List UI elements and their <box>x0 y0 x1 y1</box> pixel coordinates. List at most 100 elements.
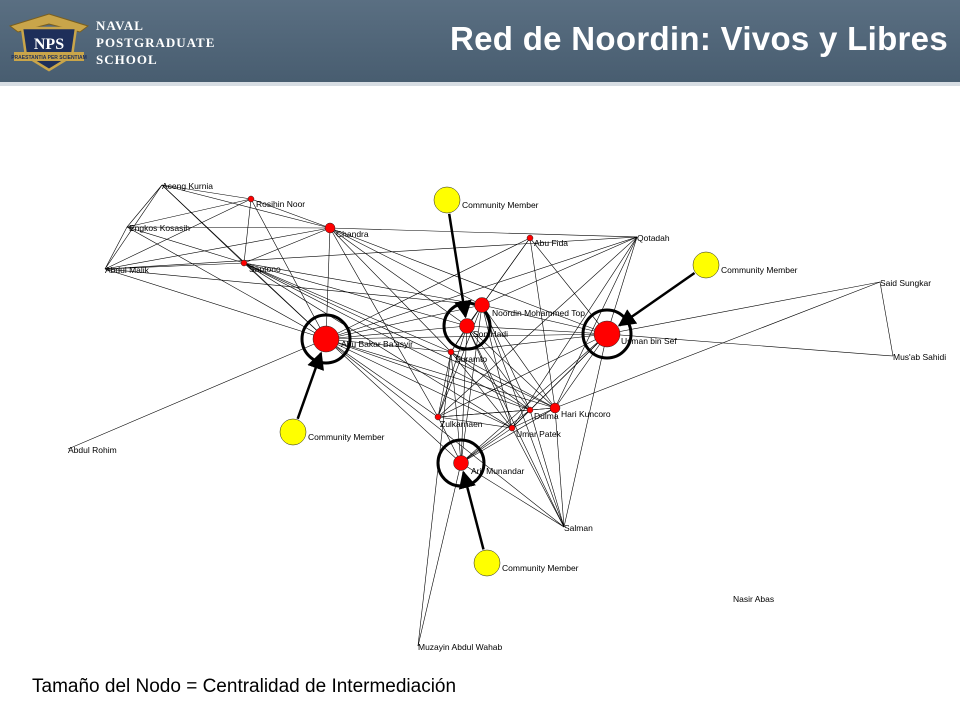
slide-title: Red de Noordin: Vivos y Libres <box>450 20 948 57</box>
node-label-usman: Usman bin Sef <box>621 336 677 346</box>
node-label-noordin: Noordin Mohammed Top <box>492 308 585 318</box>
network-edge <box>437 333 608 418</box>
node-label-nasir: Nasir Abas <box>733 594 774 604</box>
network-edge <box>460 462 565 528</box>
network-edge <box>126 226 245 264</box>
school-name-line: SCHOOL <box>96 52 158 67</box>
node-label-cm4: Community Member <box>502 563 579 573</box>
node-label-engkos: Engkos Kosasih <box>129 223 190 233</box>
network-edge <box>481 304 608 335</box>
node-abubakar <box>312 325 340 353</box>
network-edge <box>325 237 531 340</box>
network-edge <box>606 236 638 335</box>
school-name: NAVAL POSTGRADUATE SCHOOL <box>96 17 215 68</box>
node-label-zulkarnaen: Zulkarnaen <box>440 419 483 429</box>
network-edge <box>243 262 556 409</box>
network-edge <box>325 338 556 409</box>
node-label-cm3: Community Member <box>308 432 385 442</box>
network-edge <box>511 409 531 429</box>
network-edge <box>243 262 468 327</box>
node-label-muzayin: Muzayin Abdul Wahab <box>418 642 503 652</box>
network-edge <box>450 351 556 409</box>
network-edge <box>104 227 331 270</box>
network-edge <box>104 268 327 340</box>
network-edges <box>67 184 894 647</box>
network-edge <box>437 416 462 464</box>
network-edge <box>325 338 565 528</box>
network-edge <box>329 227 638 238</box>
node-rosihin <box>247 195 255 203</box>
node-label-suramto: Suramto <box>455 354 487 364</box>
node-saptono <box>240 259 248 267</box>
network-edge <box>511 427 565 528</box>
node-label-saptono: Saptono <box>249 264 281 274</box>
network-edge <box>450 333 608 353</box>
node-label-musab: Mus'ab Sahidi <box>893 352 946 362</box>
node-label-abdulrohim: Abdul Rohim <box>68 445 117 455</box>
network-edge <box>243 227 331 264</box>
network-edge <box>460 409 531 464</box>
node-label-rosihin: Rosihin Noor <box>256 199 305 209</box>
network-edge <box>329 227 468 327</box>
network-edge <box>554 333 608 409</box>
network-edge <box>563 333 608 528</box>
network-edge <box>554 281 881 409</box>
network-edge <box>450 351 462 464</box>
node-label-cm1: Community Member <box>462 200 539 210</box>
network-edge <box>417 462 462 647</box>
network-edge <box>554 236 638 409</box>
network-edge <box>104 198 252 270</box>
network-edge <box>104 268 483 306</box>
network-edge <box>460 333 608 464</box>
network-edge <box>606 333 894 357</box>
network-edge <box>879 281 894 357</box>
network-edge <box>104 262 245 270</box>
school-name-line: NAVAL <box>96 18 144 33</box>
network-edge <box>481 304 556 409</box>
node-arif <box>453 455 469 471</box>
network-edge <box>437 351 452 418</box>
node-label-saidsungkar: Said Sungkar <box>880 278 931 288</box>
node-suramto <box>447 348 455 356</box>
node-size-caption: Tamaño del Nodo = Centralidad de Interme… <box>32 676 457 697</box>
node-label-salman: Salman <box>564 523 593 533</box>
network-edge <box>481 304 513 429</box>
node-umarpatek <box>508 424 516 432</box>
node-label-abubakar: Abu Bakar Ba'asyir <box>341 339 413 349</box>
network-edge <box>466 325 556 409</box>
network-edge <box>243 198 252 264</box>
network-edge <box>417 351 452 647</box>
network-edge <box>437 416 513 429</box>
community-arrow <box>458 470 485 550</box>
network-edge <box>529 237 556 409</box>
node-cm3 <box>279 418 307 446</box>
network-edge <box>325 227 331 340</box>
network-edge <box>161 184 252 200</box>
svg-text:NPS: NPS <box>34 36 64 53</box>
network-edge <box>325 338 452 353</box>
node-label-arif: Arif Munandar <box>471 466 525 476</box>
node-abufida <box>526 234 534 242</box>
highlight-rings <box>300 301 633 488</box>
network-edge <box>466 325 513 429</box>
node-cm4 <box>473 549 501 577</box>
school-name-line: POSTGRADUATE <box>96 35 216 50</box>
header-bar: NPS PRAESTANTIA PER SCIENTIAM NAVAL POST… <box>0 0 960 86</box>
network-edge <box>67 338 327 450</box>
nps-shield-logo: NPS PRAESTANTIA PER SCIENTIAM <box>8 13 90 72</box>
network-edge <box>606 281 881 335</box>
node-usman <box>593 320 621 348</box>
network-edge <box>329 227 608 335</box>
node-chandra <box>324 222 336 234</box>
network-edge <box>329 227 483 306</box>
network-edge <box>126 198 252 228</box>
network-edge <box>329 227 439 418</box>
node-label-cm2: Community Member <box>721 265 798 275</box>
network-edge <box>325 236 638 340</box>
network-edge <box>250 198 331 229</box>
network-edge <box>437 304 483 418</box>
network-edge <box>511 407 556 429</box>
network-edge <box>243 262 513 429</box>
network-edge <box>481 236 638 306</box>
